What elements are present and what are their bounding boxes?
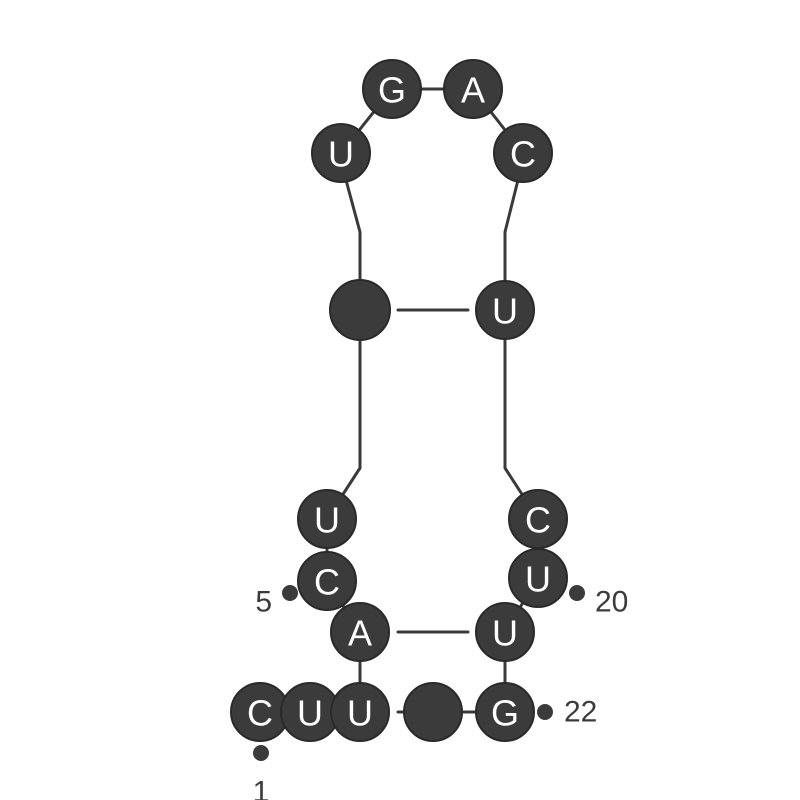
nucleotide-g: G bbox=[475, 682, 535, 742]
nucleotide-u: U bbox=[475, 280, 535, 340]
nucleotide-circle bbox=[475, 280, 535, 340]
nucleotide-circle bbox=[508, 548, 568, 608]
nucleotide-u: U bbox=[330, 682, 390, 742]
nucleotide-c: C bbox=[493, 123, 553, 183]
nucleotide-letter: C bbox=[510, 134, 536, 175]
nucleotide-letter: U bbox=[328, 134, 354, 175]
nucleotide-circle bbox=[493, 123, 553, 183]
position-number-label: 5 bbox=[255, 586, 272, 619]
nucleotide-circle bbox=[311, 123, 371, 183]
nucleotide-circle bbox=[297, 551, 357, 611]
nucleotide-letter: U bbox=[525, 559, 551, 600]
nucleotide-unlabeled bbox=[403, 682, 463, 742]
position-tick-dot bbox=[282, 585, 298, 601]
nucleotide-letter: A bbox=[348, 613, 372, 654]
nucleotide-circle bbox=[329, 279, 391, 341]
nucleotide-a: A bbox=[330, 602, 390, 662]
nucleotide-letter: G bbox=[491, 693, 519, 734]
nucleotide-u: U bbox=[508, 548, 568, 608]
backbone-bond bbox=[503, 308, 540, 521]
nucleotide-circle bbox=[330, 602, 390, 662]
position-tick-dot bbox=[253, 745, 269, 761]
nucleotide-letter: C bbox=[247, 693, 273, 734]
nucleotide-letter: G bbox=[378, 70, 406, 111]
nucleotide-circle bbox=[475, 682, 535, 742]
nucleotide-circle bbox=[443, 59, 503, 119]
nucleotide-letter: U bbox=[492, 291, 518, 332]
nucleotide-unlabeled bbox=[329, 279, 391, 341]
nucleotide-u: U bbox=[297, 489, 357, 549]
position-tick-dot bbox=[569, 585, 585, 601]
nucleotide-circle bbox=[330, 682, 390, 742]
nucleotide-letter: A bbox=[461, 70, 485, 111]
nucleotide-c: C bbox=[297, 551, 357, 611]
nucleotide-a: A bbox=[443, 59, 503, 119]
nucleotide-letter: U bbox=[314, 500, 340, 541]
nucleotide-letter: U bbox=[297, 693, 323, 734]
nucleotide-letter: C bbox=[314, 562, 340, 603]
nucleotide-circle bbox=[403, 682, 463, 742]
backbone-bond bbox=[325, 308, 362, 521]
position-tick-dot bbox=[537, 704, 553, 720]
position-number-label: 22 bbox=[564, 696, 597, 729]
nucleotide-circle bbox=[297, 489, 357, 549]
nucleotide-letter: U bbox=[347, 693, 373, 734]
nucleotide-g: G bbox=[362, 59, 422, 119]
nucleotide-c: C bbox=[508, 489, 568, 549]
nucleotide-u: U bbox=[311, 123, 371, 183]
nucleotide-circle bbox=[475, 602, 535, 662]
nucleotide-letter: C bbox=[525, 500, 551, 541]
position-number-label: 1 bbox=[253, 776, 270, 800]
position-labels: 1 5 20 22 bbox=[253, 585, 628, 800]
nucleotide-u: U bbox=[475, 602, 535, 662]
nucleotide-letter: U bbox=[492, 613, 518, 654]
nucleotide-circle bbox=[362, 59, 422, 119]
position-number-label: 20 bbox=[595, 586, 628, 619]
